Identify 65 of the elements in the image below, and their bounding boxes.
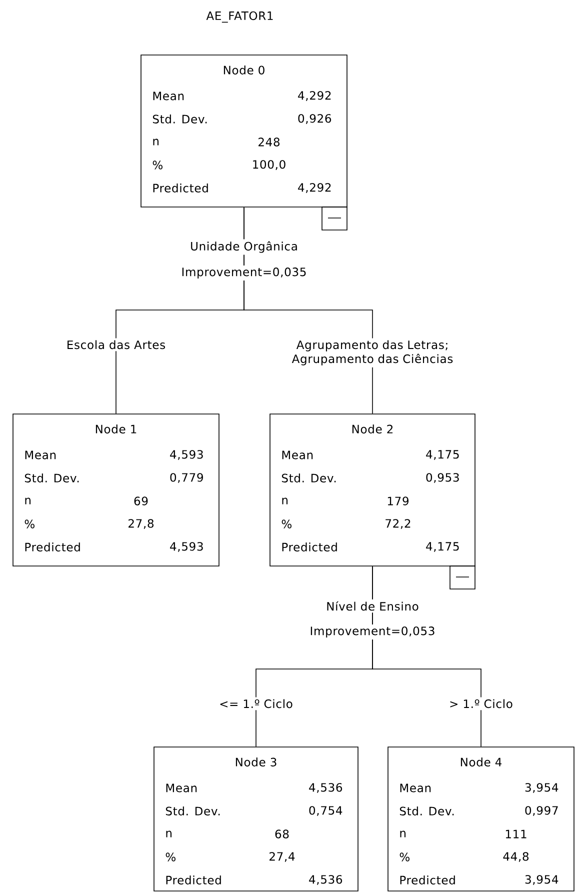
stat-value: 72,2 [386,519,410,529]
branch-label: <= 1.º Ciclo [220,699,292,708]
branch-label: Escola das Artes [68,340,166,350]
stat-label: % [166,852,176,862]
stat-label: Mean [282,450,313,460]
stat-label: % [152,160,162,170]
stat-value: 3,954 [525,875,558,885]
stat-value: 4,292 [298,183,331,193]
node-title: Node 3 [236,758,276,766]
split-label: Improvement=0,035 [179,266,309,280]
stat-label: Std. Dev. [282,474,336,482]
stat-label: Predicted [25,542,80,552]
split-label: Nível de Ensino [324,599,421,613]
stat-label: n [25,498,30,504]
stat-label: Std. Dev. [152,114,207,124]
stat-label: % [24,520,34,528]
stat-label: Std. Dev. [166,806,220,816]
stat-value: 4,175 [426,450,459,460]
stat-label: % [282,520,292,528]
branch-label: Agrupamento das Letras; Agrupamento das Ciências [292,340,453,366]
stat-label: Mean [166,784,197,792]
stat-value: 4,593 [170,542,203,552]
stat-value: 4,175 [426,542,459,552]
stat-value: 0,953 [426,473,459,483]
stat-label: n [153,138,158,146]
stat-value: 4,536 [309,783,342,793]
stat-value: 179 [388,496,408,506]
stat-value: 4,593 [170,450,203,460]
stat-value: 0,926 [298,114,332,124]
stat-value: 111 [506,830,526,838]
stat-value: 0,779 [170,473,203,483]
node-title: Node 0 [224,66,264,74]
stat-value: 68 [275,830,289,838]
chart-title: AE_FATOR1 [206,11,273,23]
stat-label: Predicted [400,876,455,884]
stat-value: 0,997 [525,806,558,816]
stat-label: n [400,830,406,838]
stat-label: n [282,498,288,504]
stat-value: 69 [134,496,148,506]
stat-label: Std. Dev. [400,806,454,816]
stat-label: Predicted [153,184,208,192]
stat-label: Predicted [166,876,221,884]
stat-value: 4,536 [309,875,342,885]
stat-value: 27,4 [270,852,295,862]
stat-label: % [400,852,410,862]
split-label: Improvement=0,053 [308,624,438,640]
stat-value: 44,8 [503,852,528,862]
branch-label: > 1.º Ciclo [450,699,512,708]
stat-label: n [166,830,172,838]
stat-value: 100,0 [253,160,286,170]
stat-label: Mean [25,450,56,460]
node-title: Node 1 [96,424,136,434]
stat-label: Predicted [282,542,337,552]
stat-label: Mean [400,784,431,792]
node-title: Node 4 [460,758,502,766]
stat-value: 248 [258,138,280,146]
tree-connector [372,566,482,747]
split-label: Unidade Orgânica [188,239,300,255]
stat-value: 4,292 [298,91,331,101]
stat-value: 27,8 [128,519,154,529]
stat-value: 3,954 [525,783,558,793]
stat-label: Mean [153,92,184,100]
stat-value: 0,754 [309,806,342,816]
stat-label: Std. Dev. [24,474,79,482]
node-title: Node 2 [352,424,393,434]
